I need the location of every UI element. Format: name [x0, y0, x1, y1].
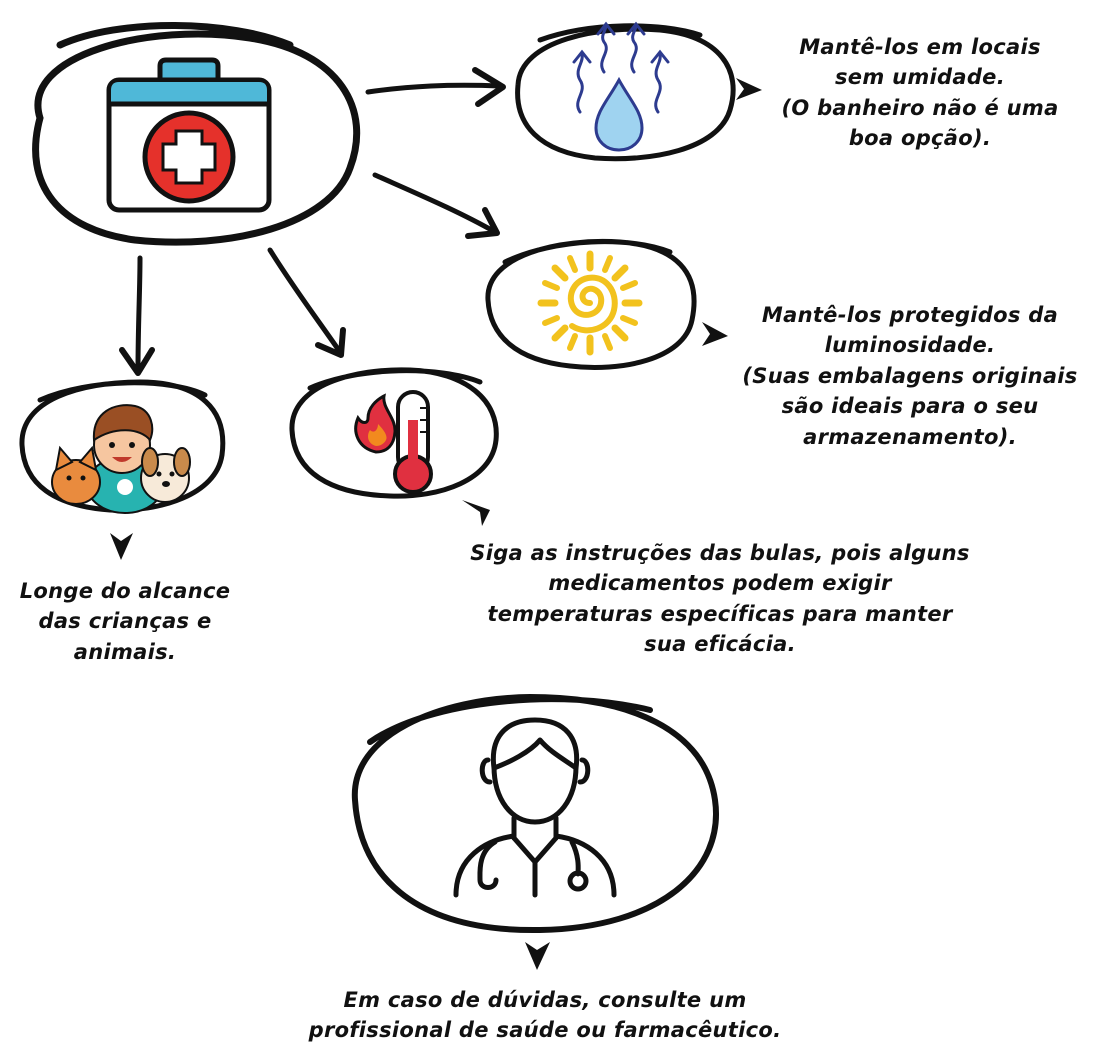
hub-circle [32, 22, 361, 246]
caption-humidity-line: boa opção). [848, 126, 992, 151]
caption-humidity-line: sem umidade. [834, 65, 1006, 90]
temperature-pointer [462, 500, 490, 526]
humidity-circle [515, 23, 736, 162]
children-node [19, 379, 226, 560]
professional-circle [351, 693, 719, 934]
caption-humidity-line: Mantê-los em locais [799, 35, 1041, 59]
professional-pointer [525, 942, 550, 970]
caption-light: Mantê-los protegidos da luminosidade. (S… [720, 300, 1100, 452]
caption-temperature-line: Siga as instruções das bulas, pois algun… [470, 541, 970, 565]
caption-professional-line: profissional de saúde ou farmacêutico. [308, 1018, 782, 1043]
arrow-hub-to-temperature [267, 247, 346, 358]
caption-temperature-line: medicamentos podem exigir [548, 571, 892, 596]
sun-icon [537, 250, 643, 356]
caption-professional: Em caso de dúvidas, consulte um profissi… [265, 985, 825, 1046]
caption-light-line: (Suas embalagens originais [742, 363, 1078, 388]
caption-children-line: animais. [73, 639, 177, 664]
caption-temperature-line: sua eficácia. [644, 632, 796, 657]
caption-humidity: Mantê-los em locais sem umidade. (O banh… [770, 32, 1070, 154]
caption-children: Longe do alcance das crianças e animais. [5, 576, 245, 667]
humidity-node [515, 21, 762, 162]
arrow-hub-to-light [372, 172, 500, 239]
caption-light-line: são ideais para o seu [781, 394, 1039, 419]
doctor-stethoscope-icon [453, 717, 617, 898]
child-with-pets-icon [51, 404, 191, 514]
caption-professional-line: Em caso de dúvidas, consulte um [343, 988, 747, 1012]
thermometer-flame-icon [354, 390, 433, 494]
arrow-hub-to-children [119, 255, 155, 376]
caption-light-line: Mantê-los protegidos da [761, 303, 1059, 327]
light-circle [485, 238, 697, 370]
caption-humidity-line: (O banheiro não é uma [781, 95, 1059, 120]
professional-node [351, 693, 719, 970]
caption-light-line: luminosidade. [824, 333, 996, 358]
first-aid-kit-icon [106, 57, 272, 213]
light-node [485, 238, 728, 370]
hub-node [32, 22, 361, 246]
caption-children-line: Longe do alcance [19, 579, 231, 603]
humidity-pointer [736, 78, 762, 100]
caption-temperature-line: temperaturas específicas para manter [487, 601, 953, 626]
children-pointer [110, 533, 133, 560]
caption-temperature: Siga as instruções das bulas, pois algun… [405, 538, 1035, 660]
caption-children-line: das crianças e [38, 609, 212, 634]
caption-light-line: armazenamento). [803, 424, 1017, 449]
temperature-node [289, 367, 499, 526]
temperature-circle [289, 367, 499, 499]
light-pointer [702, 322, 728, 346]
arrow-hub-to-humidity [365, 67, 506, 107]
water-drop-vapor-icon [572, 21, 670, 152]
